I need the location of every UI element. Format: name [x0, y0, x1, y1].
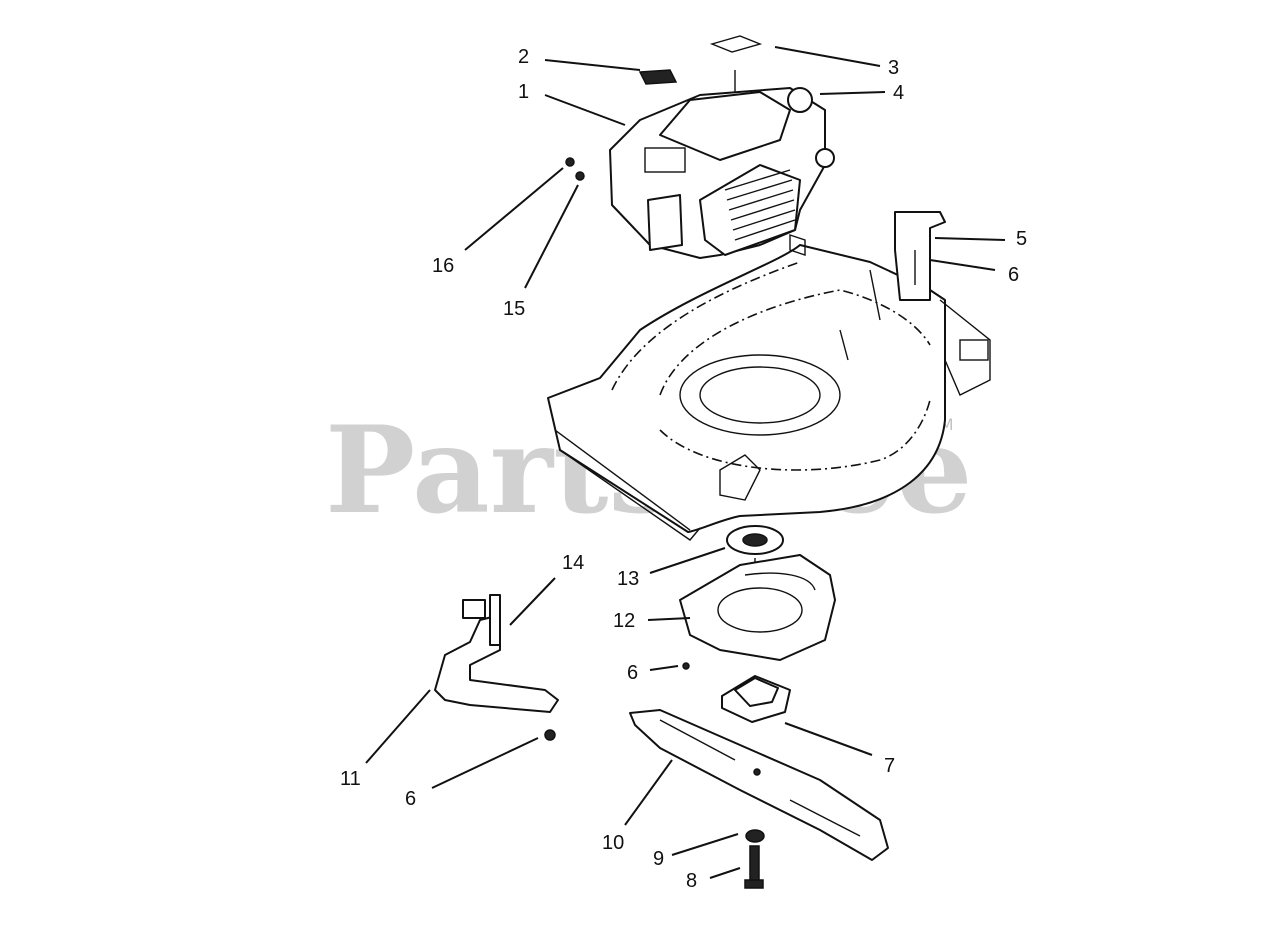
engine-cooling-grille [724, 169, 796, 241]
part-8-bolt [744, 845, 764, 889]
callout-15: 15 [503, 298, 525, 320]
part-3-label [709, 35, 763, 53]
callout-14: 14 [562, 552, 584, 574]
callout-6-top: 6 [1008, 264, 1019, 286]
callout-10: 10 [602, 832, 624, 854]
callout-12: 12 [613, 610, 635, 632]
callout-1: 1 [518, 81, 529, 103]
callout-8: 8 [686, 870, 697, 892]
leader-lines [365, 46, 1006, 879]
callout-5: 5 [1016, 228, 1027, 250]
part-9-washer [745, 829, 765, 843]
callout-7: 7 [884, 755, 895, 777]
callout-labels: 2 1 3 4 5 6 16 15 13 12 6 14 11 6 7 10 9… [340, 46, 1027, 892]
callout-11: 11 [340, 768, 361, 790]
part-5-bracket [894, 211, 946, 301]
mower-deck [547, 234, 991, 541]
callout-3: 3 [888, 57, 899, 79]
part-14-bolt [462, 594, 501, 646]
part-11-bracket [434, 614, 559, 741]
part-13-bearing [726, 525, 784, 600]
part-10-blade [629, 709, 889, 861]
callout-9: 9 [653, 848, 664, 870]
part-16-screw [565, 157, 575, 167]
callout-6-left: 6 [405, 788, 416, 810]
part-15-washer [575, 171, 585, 181]
part-7-blade-adapter [721, 675, 791, 723]
engine [609, 70, 835, 259]
callout-6-mid: 6 [627, 662, 638, 684]
callout-4: 4 [893, 82, 904, 104]
callout-16: 16 [432, 255, 454, 277]
callout-2: 2 [518, 46, 529, 68]
part-2-plate [638, 69, 678, 85]
callout-13: 13 [617, 568, 639, 590]
part-12-baffle [679, 554, 836, 670]
